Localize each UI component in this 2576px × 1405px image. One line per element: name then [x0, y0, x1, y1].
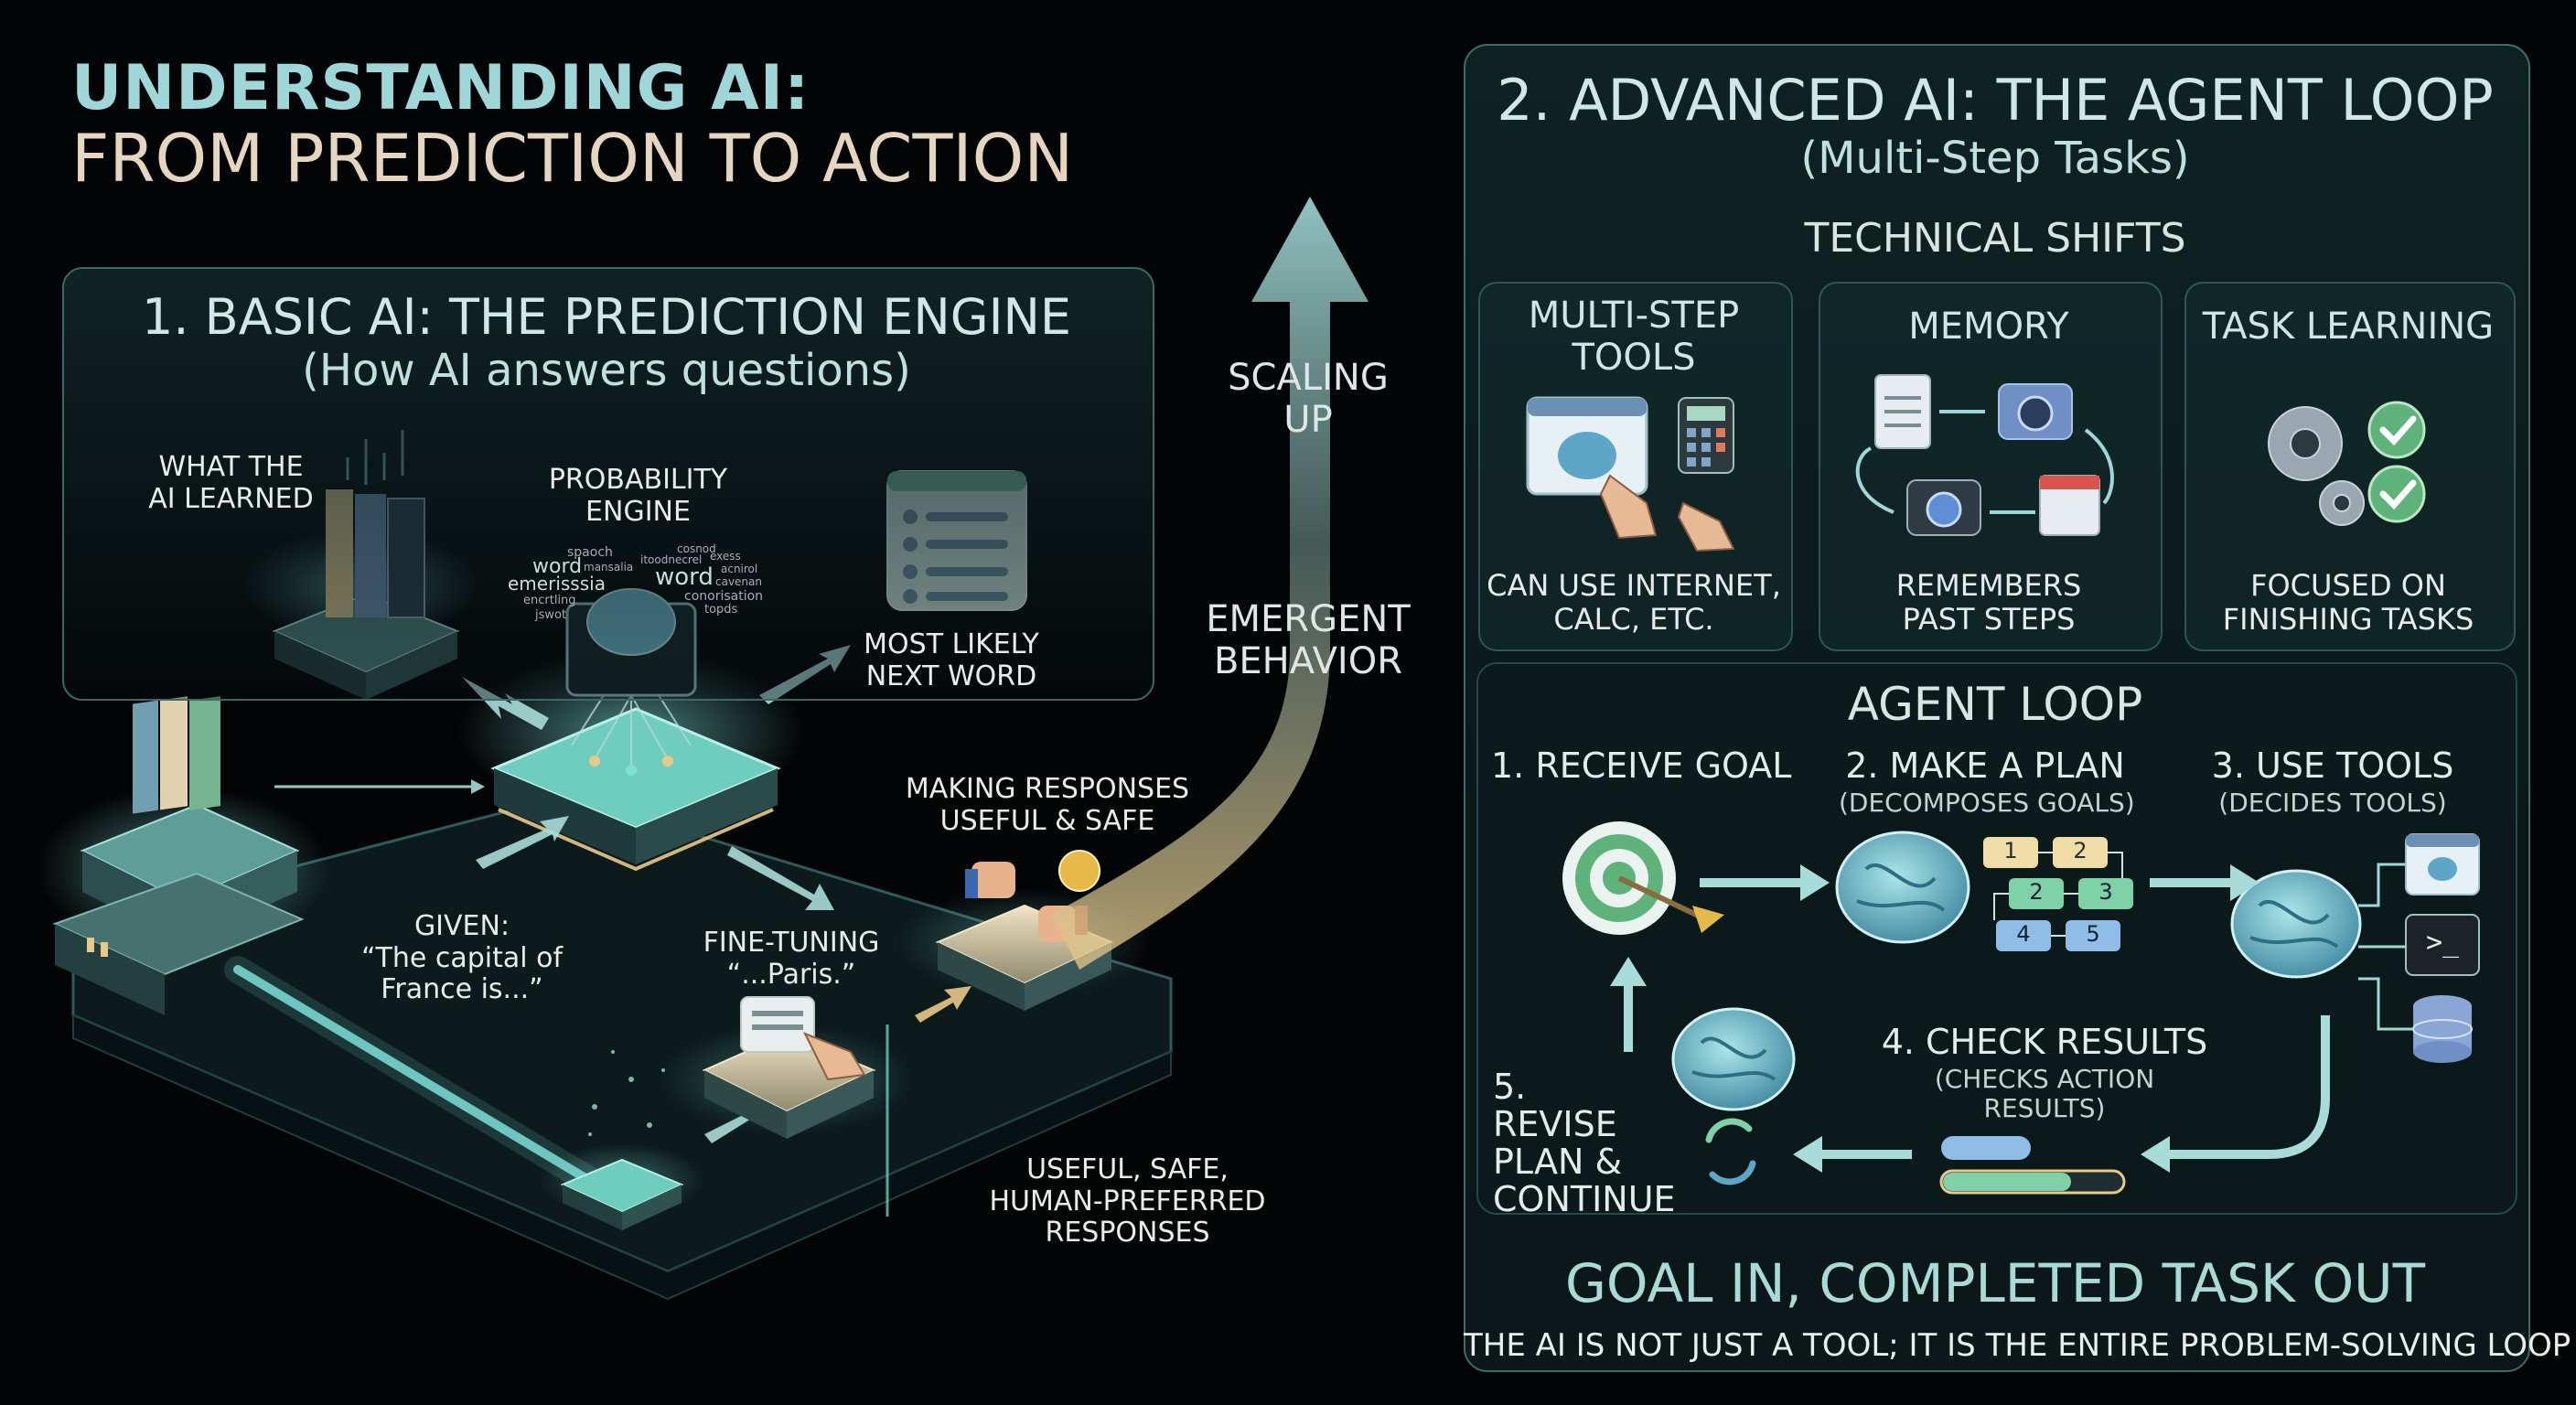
- brain-icon: [1671, 1007, 1796, 1111]
- cloud-word: emerisssia: [508, 573, 606, 595]
- fine-tuning-tile: [659, 996, 915, 1139]
- browser-calculator-icon: [1526, 396, 1735, 552]
- given-prompt-label: GIVEN: “The capital of France is...”: [360, 910, 564, 1005]
- step-check-results-sub: (CHECKS ACTION RESULTS): [1934, 1064, 2155, 1124]
- plan-node: 5: [2086, 921, 2100, 947]
- probability-engine-label: PROBABILITY ENGINE: [548, 464, 728, 528]
- card-caption: REMEMBERS PAST STEPS: [1895, 568, 2082, 637]
- step-check-results: 4. CHECK RESULTS: [1881, 1022, 2208, 1062]
- terminal-icon: >_: [2425, 927, 2460, 959]
- scaling-up-arrow: [1052, 197, 1368, 970]
- cloud-word: exess: [710, 550, 741, 563]
- basic-ai-panel: [62, 267, 1154, 701]
- basic-ai-subtitle: (How AI answers questions): [302, 345, 911, 396]
- tool-icons: [2358, 833, 2480, 1063]
- cloud-word: word: [532, 555, 583, 578]
- basic-ai-title: 1. BASIC AI: THE PREDICTION ENGINE: [141, 288, 1072, 346]
- footer-tagline: THE AI IS NOT JUST A TOOL; IT IS THE ENT…: [1464, 1327, 2571, 1364]
- making-responses-useful-label: MAKING RESPONSES USEFUL & SAFE: [905, 773, 1190, 837]
- technical-shifts-title: TECHNICAL SHIFTS: [1804, 215, 2186, 262]
- advanced-ai-title: 2. ADVANCED AI: THE AGENT LOOP: [1497, 67, 2494, 134]
- server-stack: [37, 696, 329, 1015]
- loop-arrows: [1610, 864, 2330, 1173]
- goal-in-task-out: GOAL IN, COMPLETED TASK OUT: [1564, 1252, 2426, 1314]
- card-title: MULTI-STEP TOOLS: [1528, 295, 1740, 379]
- card-caption: CAN USE INTERNET, CALC, ETC.: [1487, 568, 1781, 637]
- plan-node: 1: [2003, 838, 2018, 863]
- step-use-tools: 3. USE TOOLS: [2211, 745, 2454, 786]
- plan-node: 4: [2016, 921, 2031, 947]
- cloud-word: topds: [704, 603, 738, 617]
- card-title: TASK LEARNING: [2202, 306, 2495, 348]
- target-icon: [1562, 821, 1724, 935]
- edge-device: [540, 1050, 704, 1230]
- circuit-board-base: [71, 794, 1173, 1301]
- emergent-behavior-label: EMERGENT BEHAVIOR: [1206, 598, 1411, 682]
- most-likely-next-word-label: MOST LIKELY NEXT WORD: [864, 628, 1039, 692]
- cloud-word: cavenan: [715, 575, 762, 588]
- agent-loop-title: AGENT LOOP: [1847, 678, 2143, 731]
- refresh-icon: [1705, 1118, 1756, 1185]
- cloud-word: word: [655, 563, 714, 591]
- plan-node: 2: [2073, 838, 2088, 863]
- step-receive-goal: 1. RECEIVE GOAL: [1491, 745, 1792, 786]
- page-title-line2: FROM PREDICTION TO ACTION: [71, 120, 1074, 197]
- cloud-word: spaoch: [567, 545, 613, 560]
- scaling-up-label: SCALING UP: [1228, 357, 1389, 441]
- page-title-line1: UNDERSTANDING AI:: [71, 52, 810, 124]
- card-memory: [1819, 282, 2163, 651]
- cloud-word: conorisation: [684, 589, 764, 604]
- brain-icon: [2230, 869, 2362, 979]
- cloud-word: jswot: [535, 608, 567, 622]
- advanced-ai-subtitle: (Multi-Step Tasks): [1800, 133, 2190, 184]
- gears-checks-icon: [2268, 401, 2426, 526]
- fine-tuning-label: FINE-TUNING “...Paris.”: [703, 927, 880, 991]
- card-title: MEMORY: [1908, 306, 2069, 348]
- step-revise-plan: 5. REVISE PLAN & CONTINUE: [1493, 1067, 1676, 1220]
- step-make-plan: 2. MAKE A PLAN: [1845, 745, 2125, 786]
- plan-node: 3: [2098, 879, 2113, 905]
- brain-icon: [1835, 831, 1970, 944]
- card-caption: FOCUSED ON FINISHING TASKS: [2222, 568, 2474, 637]
- cloud-word: acnirol: [721, 563, 758, 575]
- plan-graph: [1983, 837, 2133, 951]
- progress-bars: [1939, 1136, 2126, 1195]
- what-ai-learned-label: WHAT THE AI LEARNED: [148, 451, 314, 515]
- cloud-word: encrtling: [523, 594, 576, 607]
- step-make-plan-sub: (DECOMPOSES GOALS): [1839, 788, 2135, 818]
- cloud-word: cosnod: [677, 542, 716, 555]
- cloud-word: itoodnecrel: [640, 553, 703, 566]
- cloud-word: mansalia: [584, 561, 634, 574]
- plan-node: 2: [2029, 879, 2044, 905]
- human-preferred-responses-label: USEFUL, SAFE, HUMAN-PREFERRED RESPONSES: [989, 1153, 1266, 1249]
- card-task-learning: [2184, 282, 2516, 651]
- memory-cycle-icon: [1855, 374, 2114, 536]
- step-use-tools-sub: (DECIDES TOOLS): [2218, 788, 2447, 818]
